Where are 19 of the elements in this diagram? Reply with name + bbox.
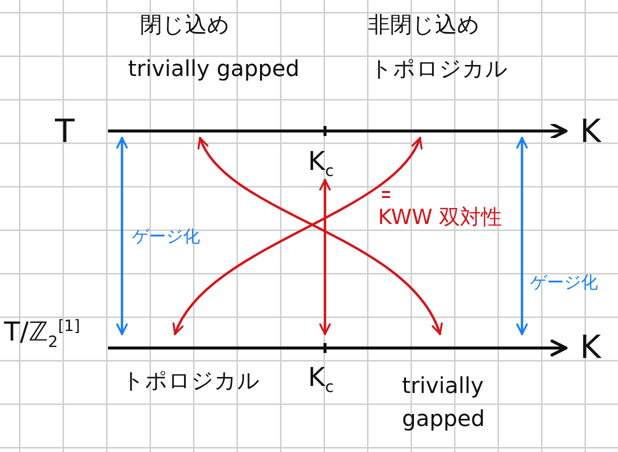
arrow: [116, 136, 128, 336]
axis-label: T: [55, 114, 75, 150]
phase-label: trivially gapped: [402, 373, 486, 434]
phase-label: 閉じ込め: [140, 14, 230, 38]
phase-label: 非閉じ込め: [368, 14, 480, 38]
duality-label: KWW 双対性: [378, 206, 502, 230]
phase-label: trivially gapped: [128, 58, 300, 82]
phase-label: トポロジカル: [370, 58, 508, 82]
axis-point-label: K$_{c}$: [308, 147, 334, 177]
axis-label: K: [580, 114, 601, 150]
axis-label: K: [580, 330, 601, 366]
phase-label: トポロジカル: [122, 370, 260, 394]
edge-label: ゲージ化: [530, 274, 598, 293]
arrow: [319, 178, 331, 336]
edge-label: ゲージ化: [132, 228, 200, 247]
axis-point-label: K$_{c}$: [308, 364, 334, 396]
arrow: [198, 136, 442, 336]
arrow: [174, 136, 422, 336]
arrow: [516, 136, 528, 336]
